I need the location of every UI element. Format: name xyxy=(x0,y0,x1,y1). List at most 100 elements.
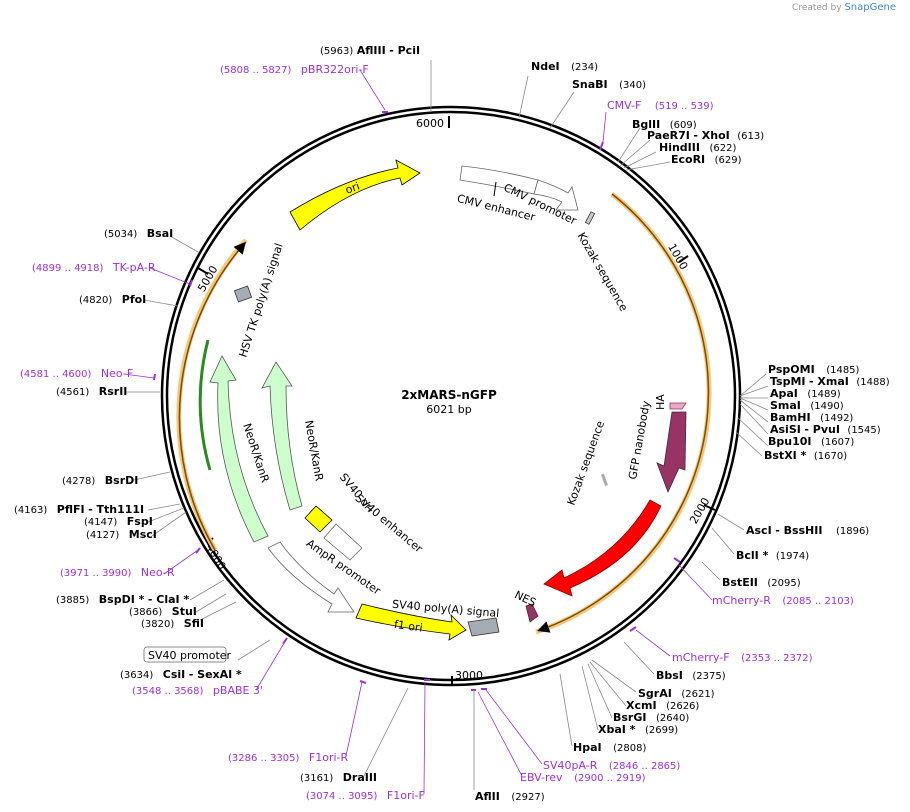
enzyme-extra: - PvuI xyxy=(804,423,840,436)
enzyme-pos: (2808) xyxy=(613,743,646,754)
credit-prefix: Created by xyxy=(792,3,842,13)
enzyme-name: HpaI xyxy=(573,741,602,754)
svg-text:(3634) CsiI - SexAI *: (3634) CsiI - SexAI * xyxy=(120,668,242,681)
svg-text:TspMI - XmaI (1488): TspMI - XmaI (1488) xyxy=(770,375,890,388)
primer-name: F1ori-F xyxy=(387,789,425,802)
enzyme-name: AflII xyxy=(475,790,500,803)
enzyme-name: BstEII xyxy=(722,576,758,589)
svg-text:(4820) PfoI: (4820) PfoI xyxy=(79,293,146,306)
enzyme-extra: - XmaI xyxy=(809,375,849,388)
enzyme-pos: (3820) xyxy=(141,619,174,630)
cmv-promoter-arrow xyxy=(533,179,579,211)
svg-text:(3074 .. 3095) F1ori-F: (3074 .. 3095) F1ori-F xyxy=(306,789,425,802)
enzyme-pos: (3866) xyxy=(129,607,162,618)
orf-arc-left xyxy=(178,241,246,551)
svg-text:(3161) DraIII: (3161) DraIII xyxy=(300,771,377,784)
enzyme-pos: (609) xyxy=(670,120,697,131)
primer-name: Neo-F xyxy=(101,367,133,380)
enzyme-pos: (1670) xyxy=(814,451,847,462)
svg-text:BstEII (2095): BstEII (2095) xyxy=(722,576,801,589)
enzyme-name: BsaI xyxy=(147,227,173,240)
snapgene-brand: SnapGene xyxy=(844,2,896,13)
sv40-enhancer-label: SV40 enhancer xyxy=(353,492,426,556)
svg-text:HindIII (622): HindIII (622) xyxy=(659,141,736,154)
primer-range: (2900 .. 2919) xyxy=(574,773,646,784)
kozak-box-2 xyxy=(601,473,608,486)
enzyme-pos: (1488) xyxy=(856,377,889,388)
primer-marks xyxy=(153,111,681,691)
neor-label-outer: NeoR/KanR xyxy=(240,422,271,485)
enzyme-pos: (4163) xyxy=(14,505,47,516)
enzyme-name: ApaI xyxy=(770,387,798,400)
svg-text:(3866) StuI: (3866) StuI xyxy=(129,605,197,618)
enzyme-name: BamHI xyxy=(770,411,811,424)
enzyme-pos: (4820) xyxy=(79,295,112,306)
enzyme-pos: (2927) xyxy=(511,792,544,803)
svg-text:EBV-rev (2900 .. 2919): EBV-rev (2900 .. 2919) xyxy=(520,771,646,784)
enzyme-name: HindIII xyxy=(659,141,700,154)
enzyme-name: SfiI xyxy=(184,617,204,630)
ha-tag xyxy=(669,402,687,410)
enzyme-pos: (2626) xyxy=(666,701,699,712)
enzyme-name: Bpu10I xyxy=(768,435,812,448)
kozak-label-1: Kozak sequence xyxy=(575,230,631,314)
primer-name: EBV-rev xyxy=(520,771,563,784)
enzyme-pos: (1492) xyxy=(820,413,853,424)
primer-leaders xyxy=(123,69,713,795)
enzyme-name: StuI xyxy=(172,605,197,618)
svg-text:SgrAI (2621): SgrAI (2621) xyxy=(638,687,715,700)
enzyme-extra: - BssHII xyxy=(775,524,822,537)
enzyme-name: DraIII xyxy=(343,771,377,784)
enzyme-name: MscI xyxy=(129,528,157,541)
primer-name: pBABE 3' xyxy=(213,684,263,697)
enzyme-pos: (5034) xyxy=(104,229,137,240)
plasmid-name: 2xMARS-nGFP xyxy=(401,388,497,402)
svg-text:(5034) BsaI: (5034) BsaI xyxy=(104,227,173,240)
primer-name: Neo-R xyxy=(141,566,175,579)
enzyme-name: AflIII xyxy=(357,44,386,57)
hsv-tk-box xyxy=(233,285,253,303)
kozak-box-1 xyxy=(584,211,596,225)
primer-name: mCherry-R xyxy=(712,594,771,607)
svg-text:mCherry-F (2353 .. 2372): mCherry-F (2353 .. 2372) xyxy=(672,651,813,664)
enzyme-name: BspDI * xyxy=(99,593,145,606)
enzyme-name: SmaI xyxy=(770,399,801,412)
svg-text:AflII (2927): AflII (2927) xyxy=(475,790,545,803)
enzyme-pos: (1489) xyxy=(807,389,840,400)
enzyme-name: RsrII xyxy=(99,385,128,398)
enzyme-pos: (2640) xyxy=(656,713,689,724)
svg-text:(5963) AflIII - PciI: (5963) AflIII - PciI xyxy=(320,44,420,57)
enzyme-name: AscI xyxy=(746,524,772,537)
enzyme-name: SgrAI xyxy=(638,687,672,700)
svg-text:BbsI (2375): BbsI (2375) xyxy=(656,669,726,682)
svg-text:BclI * (1974): BclI * (1974) xyxy=(736,549,809,562)
svg-text:(3820) SfiI: (3820) SfiI xyxy=(141,617,204,630)
primer-range: (519 .. 539) xyxy=(655,101,714,112)
svg-text:(4163) PflFI - Tth111I: (4163) PflFI - Tth111I xyxy=(14,503,144,516)
tick-6000: 6000 xyxy=(416,117,444,130)
svg-text:Bpu10I (1607): Bpu10I (1607) xyxy=(768,435,854,448)
enzyme-pos: (234) xyxy=(571,62,598,73)
svg-text:SmaI (1490): SmaI (1490) xyxy=(770,399,844,412)
enzyme-pos: (2621) xyxy=(681,689,714,700)
enzyme-name: BsrGI xyxy=(613,711,646,724)
svg-text:(4278) BsrDI: (4278) BsrDI xyxy=(62,474,138,487)
enzyme-pos: (3161) xyxy=(300,773,333,784)
f1-ori-label: f1 ori xyxy=(393,618,423,635)
svg-text:PspOMI (1485): PspOMI (1485) xyxy=(768,363,860,376)
svg-text:(4127) MscI: (4127) MscI xyxy=(86,528,157,541)
enzyme-name: FspI xyxy=(127,515,153,528)
enzyme-name: BclI * xyxy=(736,549,769,562)
svg-text:XcmI (2626): XcmI (2626) xyxy=(626,699,699,712)
enzyme-pos: (5963) xyxy=(320,46,353,57)
enzyme-pos: (1607) xyxy=(821,437,854,448)
primer-range: (4899 .. 4918) xyxy=(32,263,104,274)
enzyme-pos: (1490) xyxy=(810,401,843,412)
enzyme-name: PflFI xyxy=(57,503,85,516)
primer-range: (3971 .. 3990) xyxy=(60,568,132,579)
svg-text:AsiSI - PvuI (1545): AsiSI - PvuI (1545) xyxy=(770,423,881,436)
enzyme-pos: (1545) xyxy=(847,425,880,436)
gfp-nanobody-arrow xyxy=(656,411,687,494)
sv40-promoter-label: SV40 promoter xyxy=(148,649,232,662)
